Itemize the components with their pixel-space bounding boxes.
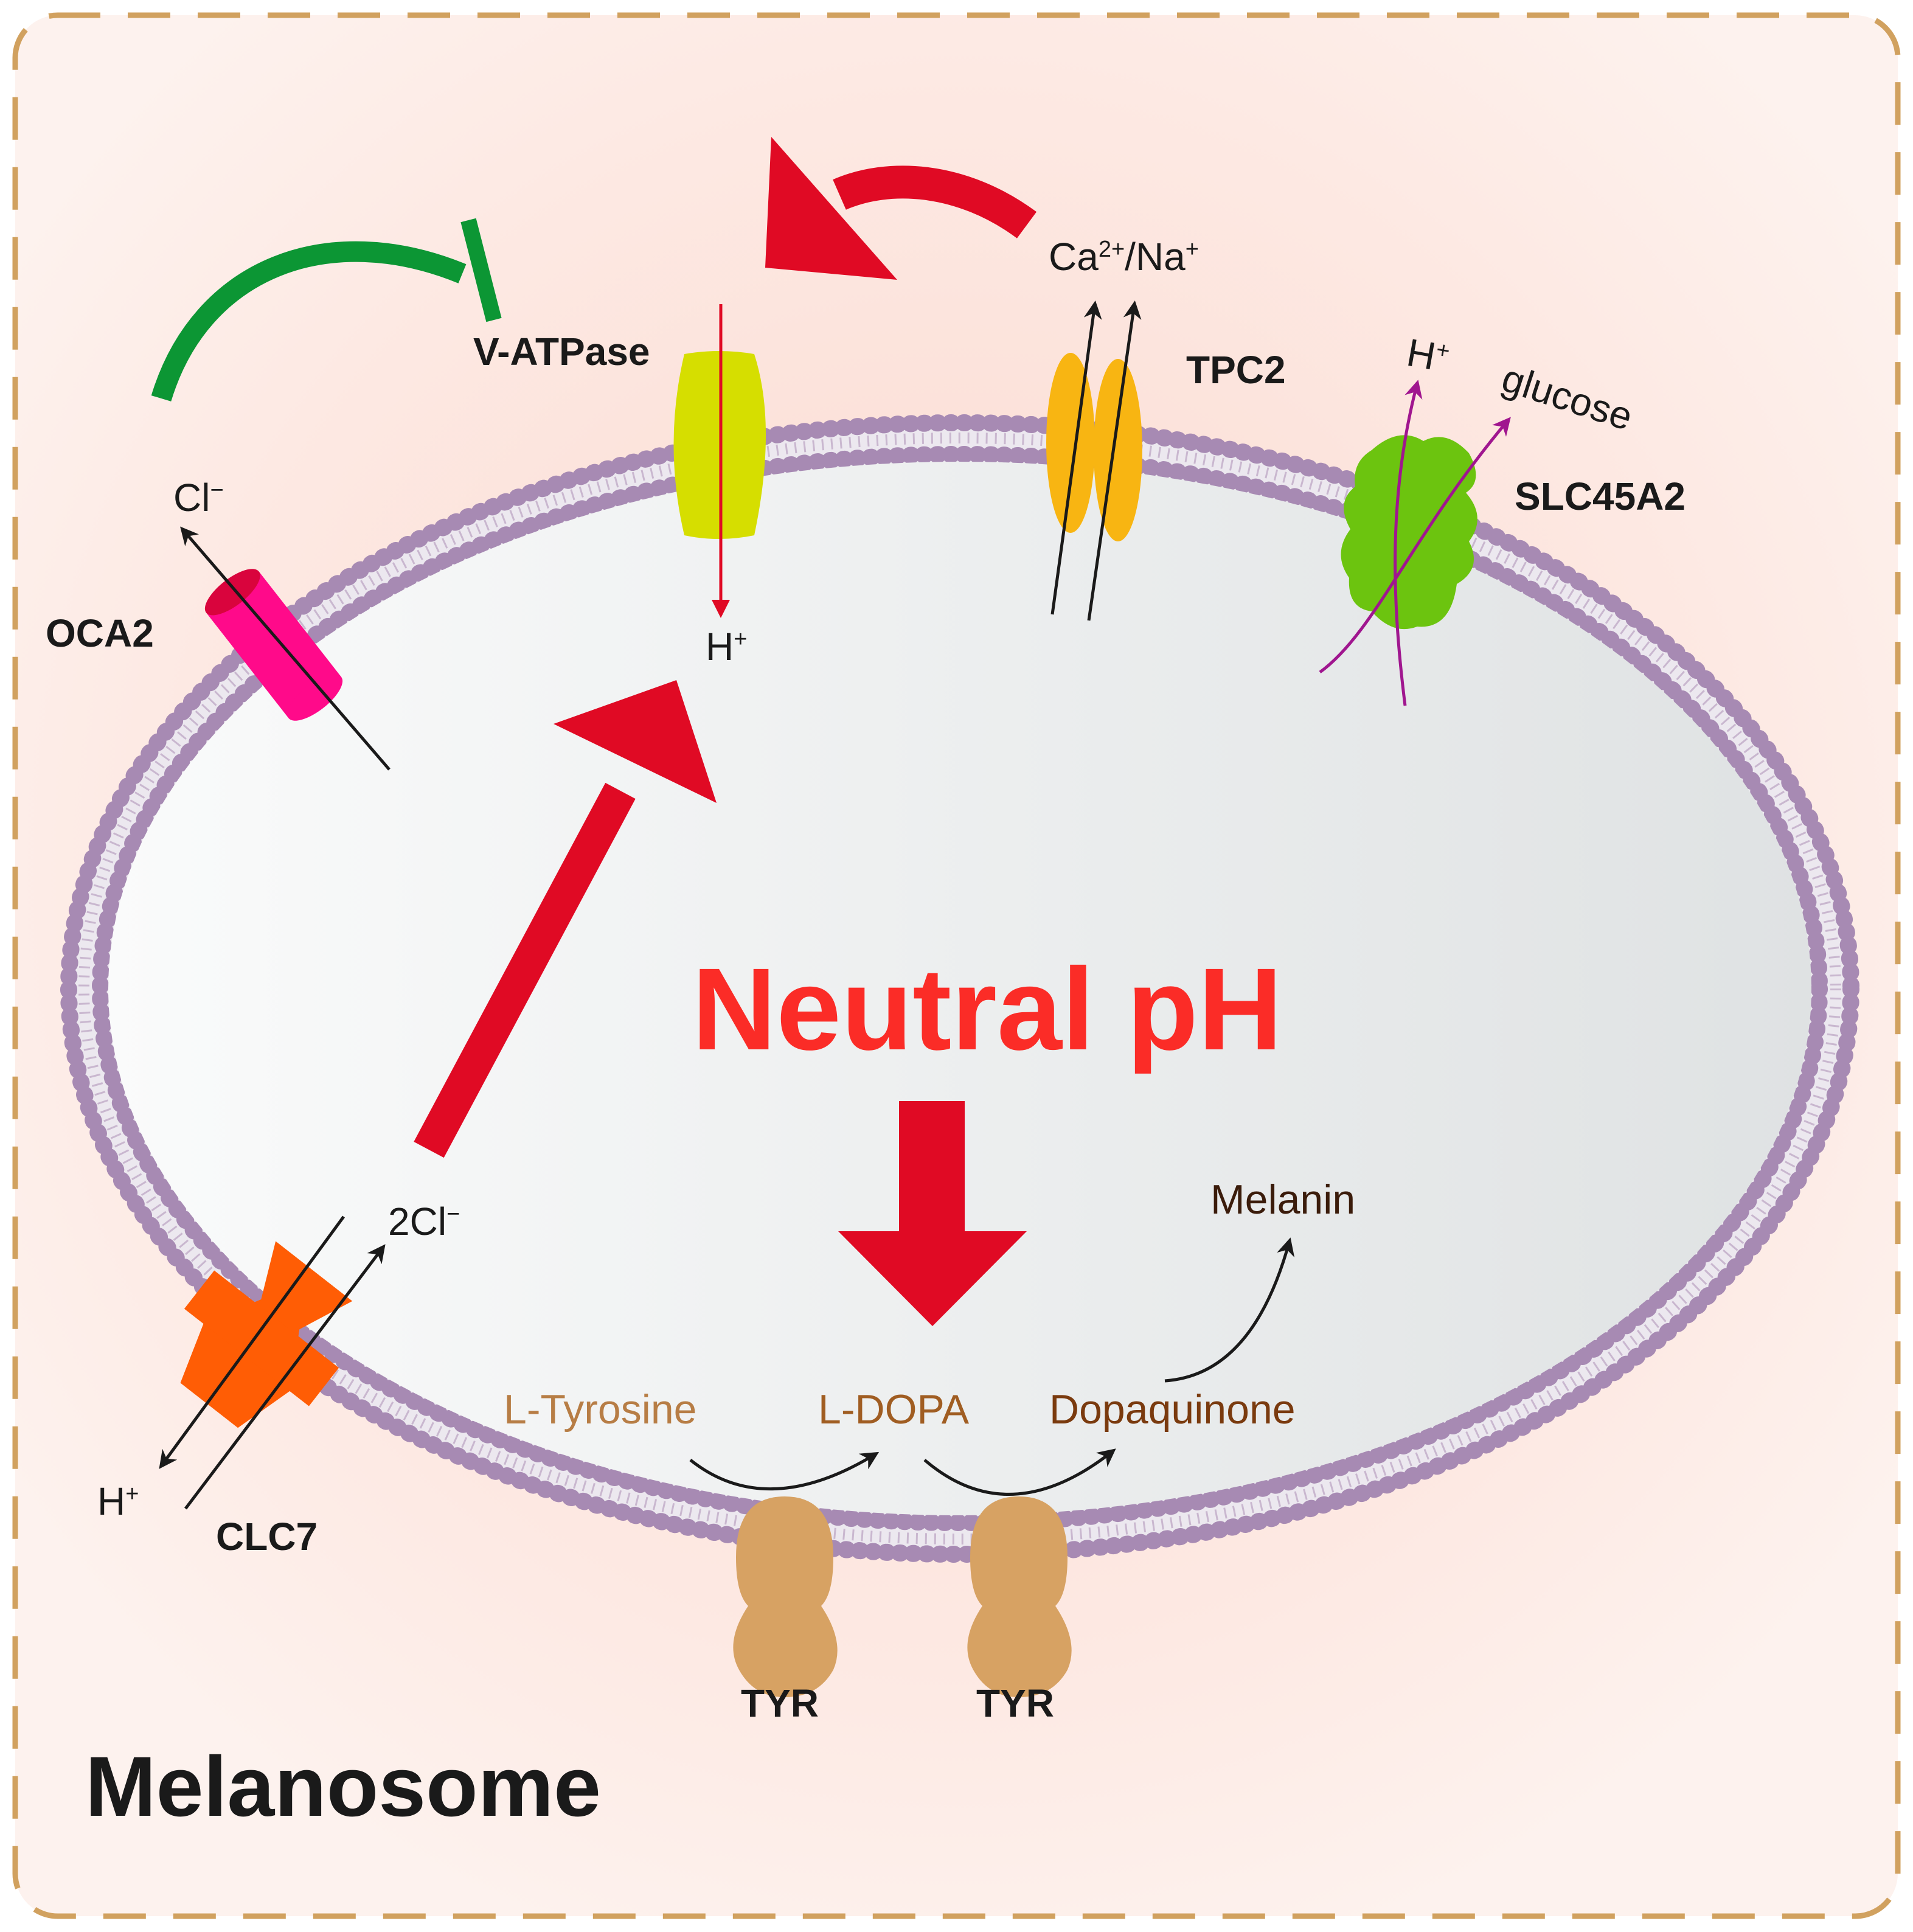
oca2-cl-label: Cl− (173, 476, 224, 519)
ca-na-label: Ca2+/Na+ (1049, 235, 1199, 279)
tyr-label-1: TYR (741, 1681, 819, 1725)
l-tyrosine-label: L-Tyrosine (504, 1386, 696, 1433)
frame-border (12, 12, 1901, 1919)
oca2-label: OCA2 (46, 611, 154, 655)
v-atpase-h-label: H+ (706, 625, 747, 669)
v-atpase-label: V-ATPase (473, 330, 650, 374)
clc7-activation-arrow (414, 680, 717, 1158)
melanin-label: Melanin (1210, 1176, 1355, 1223)
l-dopa-label: L-DOPA (818, 1386, 970, 1433)
melanosome-title: Melanosome (85, 1739, 601, 1834)
oca2-inhibition-arc (151, 218, 502, 401)
tpc2-protein (1046, 301, 1142, 621)
tyr-label-2: TYR (976, 1681, 1054, 1725)
melanosome-membrane (60, 414, 1859, 1563)
slc45a2-protein (1319, 380, 1511, 706)
tyr-protein-1 (733, 1496, 838, 1697)
v-atpase-protein (673, 304, 766, 618)
oca2-protein (180, 526, 391, 771)
clc7-protein (159, 1215, 386, 1510)
clc7-label: CLC7 (216, 1515, 318, 1558)
clc7-cl-label: 2Cl− (388, 1200, 460, 1243)
melanosome-lumen (108, 462, 1811, 1515)
pathway-arrows (689, 1237, 1295, 1496)
clc7-h-label: H+ (97, 1479, 139, 1523)
tyr-protein-2 (967, 1496, 1072, 1697)
dopaquinone-label: Dopaquinone (1049, 1386, 1296, 1433)
neutral-ph-down-arrow (838, 1101, 1027, 1326)
tpc2-activation-arrow (765, 137, 1037, 280)
slc45a2-label: SLC45A2 (1515, 474, 1686, 518)
neutral-ph-label: Neutral pH (692, 943, 1283, 1074)
tpc2-label: TPC2 (1186, 348, 1286, 392)
